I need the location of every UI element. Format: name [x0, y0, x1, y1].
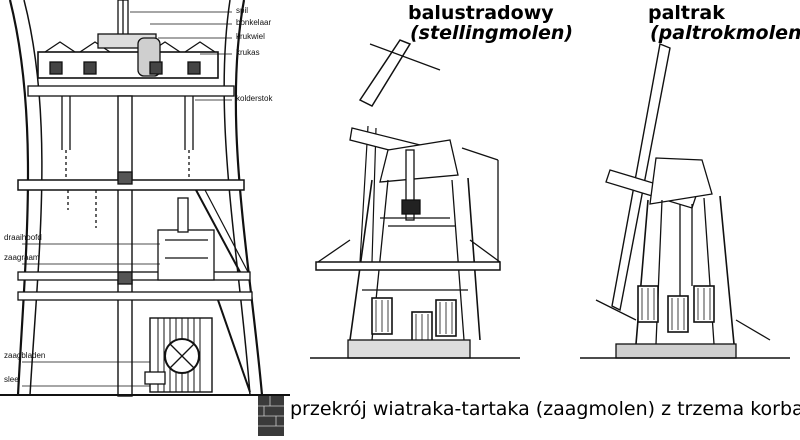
- label-bonkelaar: bonkelaar: [236, 18, 272, 27]
- mill-2-name: paltrak: [648, 2, 725, 24]
- label-zaagbladen: zaagbladen: [4, 351, 46, 360]
- label-krukwiel: krukwiel: [236, 32, 265, 41]
- figure-caption: przekrój wiatraka-tartaka (zaagmolen) z …: [290, 398, 800, 420]
- sawmill-cross-section-drawing: [0, 0, 290, 436]
- label-zaagraam: zaagraam: [4, 253, 40, 262]
- label-krukas: krukas: [236, 48, 260, 57]
- label-spil: spil: [236, 6, 249, 15]
- label-draaihoofd: draaihoofd: [4, 233, 42, 242]
- mill-1-name: balustradowy: [408, 2, 554, 24]
- label-slee: slee: [4, 375, 19, 384]
- mill-1-dutch-name: (stellingmolen): [410, 22, 574, 44]
- mill-2-dutch-name: (paltrokmolen): [650, 22, 800, 44]
- label-kolderstok: kolderstok: [236, 94, 273, 103]
